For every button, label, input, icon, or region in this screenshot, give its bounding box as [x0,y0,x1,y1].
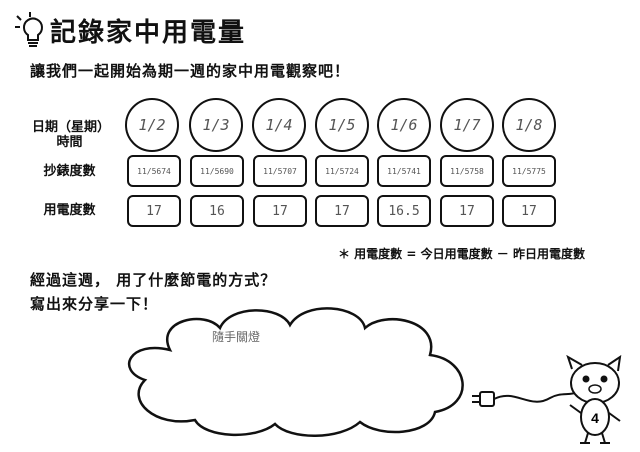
date-circle: 1/4 [252,98,306,152]
row-label-date: 日期（星期） 時間 [32,120,111,150]
usage-box: 16.5 [377,195,431,227]
page-title: 記錄家中用電量 [50,18,247,48]
usage-box: 17 [440,195,494,227]
usage-box: 17 [127,195,181,227]
row-label-date-line2: 時間 [56,135,83,150]
light-bulb-icon [15,12,43,47]
formula-note: ＊ 用電度數 = 今日用電度數 － 昨日用電度數 [338,247,585,261]
reading-box: 11/5758 [440,155,494,187]
reading-box: 11/5674 [127,155,181,187]
cloud-answer-area[interactable] [110,300,480,440]
date-circle: 1/5 [315,98,369,152]
question-line2: 寫出來分享一下！ [30,295,159,313]
date-circle: 1/3 [189,98,243,152]
date-circle: 1/7 [440,98,494,152]
question-text: 經過這週， 用了什麼節電的方式？ 寫出來分享一下！ [30,268,276,316]
reading-box: 11/5724 [315,155,369,187]
reading-box: 11/5741 [377,155,431,187]
usage-box: 17 [502,195,556,227]
reading-box: 11/5690 [190,155,244,187]
date-circle: 1/6 [377,98,431,152]
usage-box: 17 [315,195,369,227]
date-circle: 1/2 [125,98,179,152]
plug-icon [472,391,579,407]
reading-box: 11/5775 [502,155,556,187]
reading-box: 11/5707 [253,155,307,187]
usage-box: 17 [253,195,307,227]
mascot-icon: 4 [566,355,622,444]
mascot-badge-number: 4 [591,410,599,426]
row-label-reading: 抄錶度數 [43,164,96,179]
row-label-usage: 用電度數 [43,203,96,218]
row-label-date-line1: 日期（星期） [32,120,111,135]
question-line1: 經過這週， 用了什麼節電的方式？ [30,271,277,289]
intro-text: 讓我們一起開始為期一週的家中用電觀察吧！ [30,62,351,80]
date-circle: 1/8 [502,98,556,152]
answer-handwriting: 隨手關燈 [212,330,261,344]
usage-box: 16 [190,195,244,227]
